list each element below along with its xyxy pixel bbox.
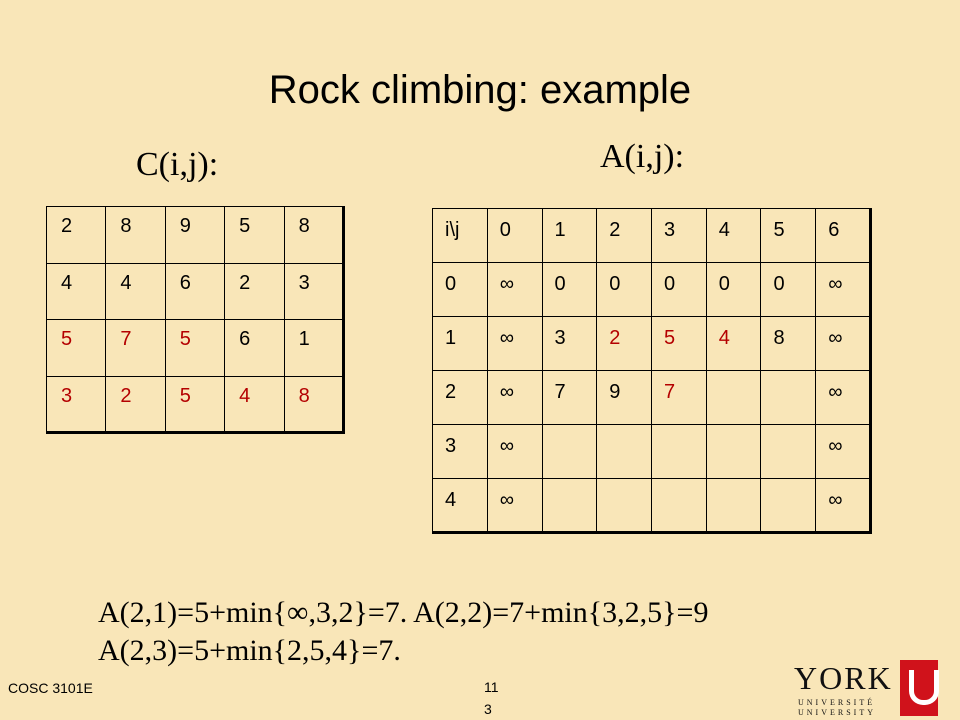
- a-table-cell: ∞: [815, 262, 871, 317]
- a-table-cell: ∞: [486, 370, 543, 425]
- c-table-cell: 8: [283, 206, 345, 264]
- c-table-cell: 7: [105, 319, 166, 377]
- a-table-row: 4∞∞: [432, 478, 871, 533]
- a-table-label: A(i,j):: [600, 138, 685, 175]
- a-table-cell: 0: [541, 262, 598, 317]
- york-logo: YORK UNIVERSITÉ UNIVERSITY: [794, 660, 944, 718]
- a-table-cell: [596, 478, 652, 533]
- a-table-cell: ∞: [815, 370, 871, 425]
- c-table-cell: 1: [283, 319, 345, 377]
- a-table-cell: 4: [705, 316, 762, 371]
- a-table-cell: 5: [650, 316, 707, 371]
- c-table-cell: 5: [164, 375, 226, 433]
- a-table-cell: 7: [650, 370, 707, 425]
- c-table-cell: 9: [164, 206, 226, 264]
- c-table-cell: 5: [45, 319, 107, 377]
- a-table-cell: 0: [486, 208, 543, 263]
- a-table-cell: 3: [541, 316, 598, 371]
- c-table-cell: 8: [105, 206, 166, 264]
- a-table-cell: [541, 424, 598, 479]
- c-table-cell: 5: [164, 319, 226, 377]
- a-table-cell: 3: [650, 208, 707, 263]
- c-table-cell: 4: [45, 262, 107, 320]
- page-number: 113: [484, 679, 499, 717]
- a-table-cell: [596, 424, 652, 479]
- a-table-cell: 7: [541, 370, 598, 425]
- a-table-cell: ∞: [815, 478, 871, 533]
- c-table-cell: 5: [224, 206, 285, 264]
- a-table-cell: 0: [596, 262, 652, 317]
- c-table-cell: 4: [224, 375, 285, 433]
- a-table-cell: ∞: [486, 316, 543, 371]
- c-table-cell: 8: [283, 375, 345, 433]
- logo-sub-english: UNIVERSITY: [798, 708, 876, 717]
- c-table-cell: 4: [105, 262, 166, 320]
- c-table-cell: 2: [105, 375, 166, 433]
- logo-sub-french: UNIVERSITÉ: [798, 698, 876, 707]
- a-table-cell: 0: [760, 262, 817, 317]
- a-table-cell: [760, 424, 817, 479]
- a-table-cell: i\j: [432, 208, 488, 263]
- a-table-cell: [541, 478, 598, 533]
- a-table-cell: [705, 370, 762, 425]
- a-table-cell: [705, 478, 762, 533]
- a-table-cell: 5: [760, 208, 817, 263]
- a-table-cell: ∞: [486, 424, 543, 479]
- a-table-cell: 1: [432, 316, 488, 371]
- a-table-cell: 4: [432, 478, 488, 533]
- c-table-cell: 2: [224, 262, 285, 320]
- a-table-cell: [650, 478, 707, 533]
- a-table-cell: 2: [432, 370, 488, 425]
- a-table-cell: 3: [432, 424, 488, 479]
- a-table-cell: 6: [815, 208, 871, 263]
- a-table-cell: ∞: [815, 424, 871, 479]
- a-table-cell: 0: [705, 262, 762, 317]
- formula-line-1: A(2,1)=5+min{∞,3,2}=7. A(2,2)=7+min{3,2,…: [98, 596, 709, 629]
- a-table-cell: 9: [596, 370, 652, 425]
- a-table-cell: 2: [596, 316, 652, 371]
- a-table-cell: 8: [760, 316, 817, 371]
- a-table-cell: [760, 370, 817, 425]
- a-table-cell: 0: [432, 262, 488, 317]
- footer-course: COSC 3101E: [8, 680, 93, 696]
- logo-wordmark: YORK: [794, 660, 893, 696]
- a-table-cell: 0: [650, 262, 707, 317]
- a-table-cell: ∞: [486, 478, 543, 533]
- a-table-cell: ∞: [815, 316, 871, 371]
- formula-line-2: A(2,3)=5+min{2,5,4}=7.: [98, 634, 401, 667]
- c-table-cell: 2: [45, 206, 107, 264]
- a-table-cell: 2: [596, 208, 652, 263]
- c-table-label: C(i,j):: [136, 146, 219, 183]
- a-table-cell: [760, 478, 817, 533]
- a-table-row: 3∞∞: [432, 424, 871, 479]
- york-u-logo-icon: [900, 660, 939, 716]
- a-table-cell: ∞: [486, 262, 543, 317]
- a-table-cell: 1: [541, 208, 598, 263]
- a-table-cell: 4: [705, 208, 762, 263]
- c-table-cell: 6: [164, 262, 226, 320]
- c-table-cell: 3: [45, 375, 107, 433]
- c-table-cell: 3: [283, 262, 345, 320]
- a-table-cell: [650, 424, 707, 479]
- slide-title: Rock climbing: example: [268, 68, 692, 112]
- a-table-cell: [705, 424, 762, 479]
- c-table-cell: 6: [224, 319, 285, 377]
